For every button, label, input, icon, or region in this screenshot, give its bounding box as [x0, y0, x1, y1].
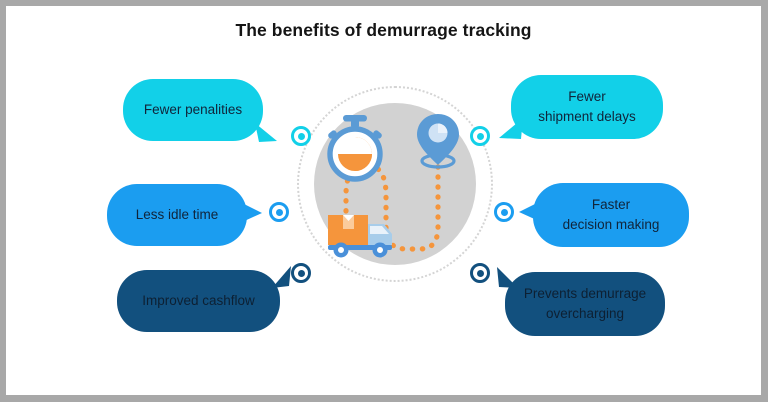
benefit-bubble-fewer-penalities[interactable]: Fewer penalities	[123, 79, 263, 141]
center-illustration	[314, 103, 476, 265]
benefit-bubble-fewer-shipment-delays[interactable]: Fewer shipment delays	[511, 75, 663, 139]
connector-dot-faster-decision-making[interactable]	[494, 202, 514, 222]
connector-dot-prevents-demurrage-overcharging[interactable]	[470, 263, 490, 283]
map-pin-icon	[417, 114, 459, 169]
benefit-bubble-prevents-demurrage-overcharging[interactable]: Prevents demurrage overcharging	[505, 272, 665, 336]
benefit-bubble-faster-decision-making[interactable]: Faster decision making	[533, 183, 689, 247]
connector-dot-less-idle-time[interactable]	[269, 202, 289, 222]
benefit-label: Prevents demurrage overcharging	[523, 286, 647, 321]
benefit-label: Fewer penalities	[143, 102, 243, 118]
infographic-canvas: The benefits of demurrage tracking	[6, 6, 761, 395]
benefit-bubble-improved-cashflow[interactable]: Improved cashflow	[117, 270, 280, 332]
bubble-tail-fewer-penalities	[255, 123, 277, 142]
connector-dot-improved-cashflow[interactable]	[291, 263, 311, 283]
page-title: The benefits of demurrage tracking	[235, 20, 532, 40]
benefit-label: Less idle time	[135, 207, 219, 223]
benefit-label: Fewer shipment delays	[538, 89, 636, 124]
stopwatch-icon	[327, 115, 383, 182]
delivery-truck-icon	[328, 215, 392, 258]
connector-dot-fewer-shipment-delays[interactable]	[470, 126, 490, 146]
connector-dot-fewer-penalities[interactable]	[291, 126, 311, 146]
benefit-label: Faster decision making	[562, 197, 660, 232]
benefit-label: Improved cashflow	[142, 293, 255, 309]
dotted-ring	[297, 86, 493, 282]
benefit-bubble-less-idle-time[interactable]: Less idle time	[107, 184, 247, 246]
